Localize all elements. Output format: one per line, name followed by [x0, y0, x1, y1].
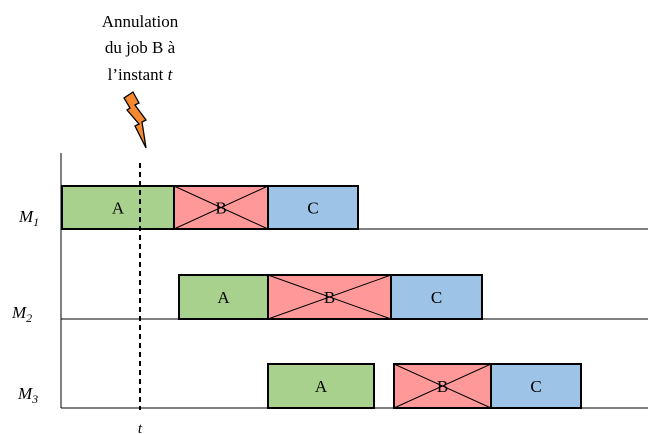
job-a-bar: A [61, 185, 175, 230]
machine-row-3: M3 A B C [17, 363, 648, 409]
job-label: A [112, 199, 125, 218]
job-label: B [437, 377, 448, 396]
job-b-bar: B [267, 274, 392, 320]
cancel-cross-line [267, 274, 392, 320]
annotation-line-2: du job B à [105, 38, 176, 57]
job-label: C [431, 288, 442, 307]
cancel-cross-line [393, 363, 492, 409]
job-label: B [324, 288, 335, 307]
cancellation-annotation: Annulation du job B à l’instant t [102, 12, 179, 84]
job-label: C [530, 377, 541, 396]
annotation-line-3: l’instant t [108, 65, 174, 84]
job-c-bar: C [490, 363, 582, 409]
job-b-bar: B [173, 185, 269, 230]
time-marker-label: t [138, 421, 143, 434]
job-label: B [215, 199, 226, 218]
annotation-line-1: Annulation [102, 12, 179, 31]
lightning-icon [123, 91, 147, 149]
machine-label: M3 [17, 384, 38, 406]
cancel-cross-line [173, 185, 269, 230]
machine-row-1: M1 A B C [18, 185, 648, 230]
job-rect [490, 363, 582, 409]
machine-row-2: M2 A B C [11, 274, 648, 325]
job-rect [390, 274, 483, 320]
job-c-bar: C [267, 185, 359, 230]
machine-label: M2 [11, 303, 32, 325]
job-rect [267, 185, 359, 230]
job-a-bar: A [267, 363, 375, 409]
job-rect [267, 363, 375, 409]
job-c-bar: C [390, 274, 483, 320]
machine-label: M1 [18, 207, 39, 229]
job-label: C [307, 199, 318, 218]
job-label: A [315, 377, 328, 396]
job-a-bar: A [178, 274, 269, 320]
job-b-bar: B [393, 363, 492, 409]
job-label: A [217, 288, 230, 307]
